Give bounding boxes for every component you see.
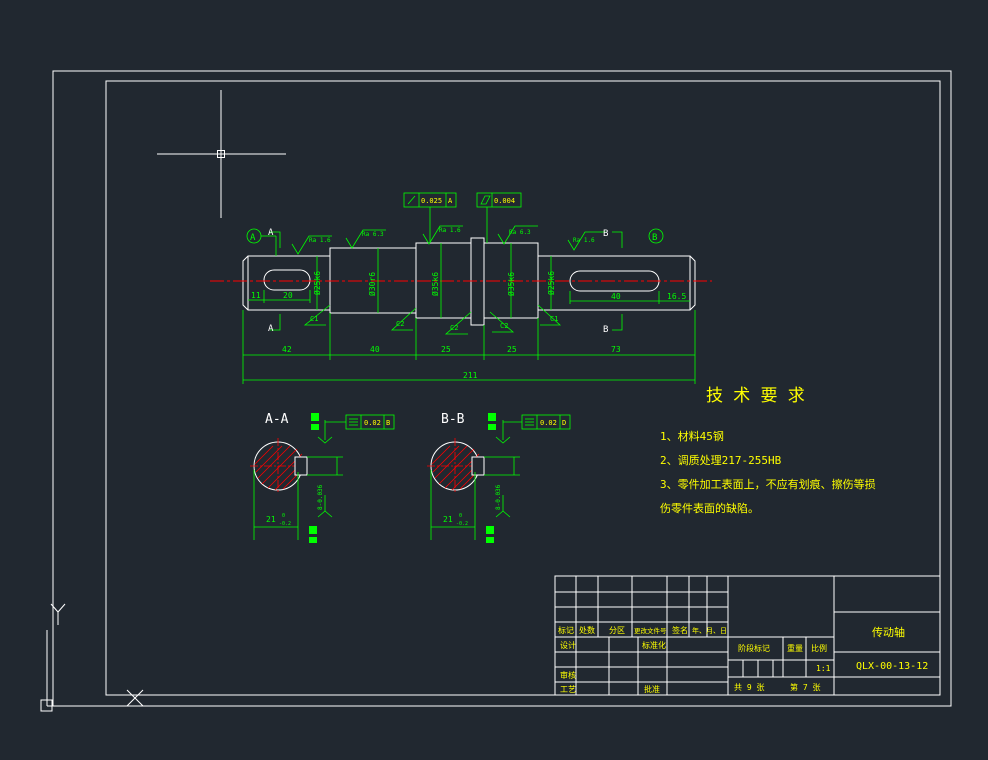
roughness-4: Ra 6.3 [509,229,531,236]
dia-4: Ø35k6 [506,272,516,296]
length-25a: 25 [441,345,451,354]
requirements-title: 技 术 要 求 [706,386,805,406]
outer-border [52,70,952,707]
tb-design: 设计 [560,640,576,650]
svg-text:A: A [250,233,256,243]
tb-header-date: 年、月、日 [692,626,727,635]
svg-text:B: B [386,419,390,427]
keyway-dim-16.5: 16.5 [667,292,686,301]
svg-text:21: 21 [266,515,276,524]
tb-sheets-total: 共 9 张 [734,683,764,692]
datum-a-symbol: A [246,228,277,256]
chamfer-1: C1 [310,315,318,323]
tb-header-doc: 更改文件号 [634,626,667,635]
tb-weight: 重量 [787,643,803,653]
tb-scale: 1:1 [816,664,831,673]
length-25b: 25 [507,345,517,354]
section-a-title: A-A [265,412,289,427]
svg-text:D: D [562,419,566,427]
svg-text:8-0.036: 8-0.036 [495,484,502,510]
tb-header-zone: 分区 [609,626,625,635]
requirement-4: 伤零件表面的缺陷。 [660,501,759,515]
roughness-1: Ra 1.6 [309,237,331,244]
chamfer-2: C2 [396,320,404,328]
crosshair-cursor-icon [157,90,286,218]
keyway-dim-40: 40 [611,292,621,301]
tb-approve: 批准 [644,684,660,694]
tb-sheet-no: 第 7 张 [790,682,820,692]
section-cut-marks [270,231,623,331]
inner-border [105,80,941,696]
tb-scale-label: 比例 [811,643,827,653]
requirement-1: 1、材料45钢 [660,429,724,443]
requirement-2: 2、调质处理217-255HB [660,454,782,467]
keyway-dimensions [248,290,690,304]
section-b-title: B-B [441,412,465,427]
tb-header-mark: 标记 [558,625,574,635]
length-total: 211 [463,371,478,380]
roughness-2: Ra 6.3 [362,231,384,238]
roughness-3: Ra 1.6 [439,227,461,234]
cut-a-bottom: A [268,324,274,334]
tb-drawing-no: QLX-00-13-12 [856,661,928,672]
length-dimensions [242,310,696,384]
diameter-dimensions [316,243,552,318]
length-42: 42 [282,345,292,354]
section-b-b: B-B 0.02 D 21 0 -0.2 [427,412,571,543]
dia-2: Ø30r6 [367,272,377,296]
shaft-outline [242,237,696,326]
dia-5: Ø25k6 [546,271,556,295]
section-a-a: A-A 0.02 B 21 0 -0.2 [250,412,395,543]
dia-3: Ø35k6 [430,272,440,296]
svg-text:0.025: 0.025 [421,197,442,205]
cut-b-top: B [603,229,608,239]
tb-review: 审核 [560,670,576,680]
svg-text:0: 0 [459,513,462,519]
ucs-axis-icon [40,603,144,712]
chamfer-leaders [303,304,562,335]
chamfer-3: C2 [450,324,458,332]
length-40: 40 [370,345,380,354]
technical-requirements: 技 术 要 求 1、材料45钢 2、调质处理217-255HB 3、零件加工表面… [660,386,876,515]
cut-b-bottom: B [603,325,608,335]
svg-text:0: 0 [282,513,285,519]
svg-text:8-0.036: 8-0.036 [317,484,324,510]
chamfer-4: C2 [500,322,508,330]
tb-part-name: 传动轴 [872,625,905,639]
tb-stage: 阶段标记 [738,643,770,653]
svg-text:21: 21 [443,515,453,524]
svg-text:0.02: 0.02 [364,419,381,427]
tb-header-count: 处数 [579,625,595,635]
runout-tolerance-frame: 0.025 A [403,192,457,243]
datum-b-symbol: B [648,228,664,244]
svg-text:B: B [652,233,657,243]
length-73: 73 [611,345,621,354]
roughness-symbols [291,225,606,255]
cut-a-top: A [268,228,274,238]
svg-text:-0.2: -0.2 [279,521,291,527]
svg-text:A: A [448,197,453,205]
svg-text:0.004: 0.004 [494,197,515,205]
title-block [554,575,941,696]
svg-text:-0.2: -0.2 [456,521,468,527]
keyway-dim-20: 20 [283,291,293,300]
dia-1: Ø25k6 [312,271,322,295]
cylindricity-tolerance-frame: 0.004 [476,192,522,243]
chamfer-5: C1 [550,315,558,323]
tb-standardize: 标准化 [642,640,666,650]
svg-text:0.02: 0.02 [540,419,557,427]
tb-process: 工艺 [560,685,576,694]
roughness-5: Ra 1.6 [573,237,595,244]
keyway-dim-11: 11 [251,291,261,300]
tb-header-sign: 签名 [672,625,688,635]
requirement-3: 3、零件加工表面上，不应有划痕、擦伤等损 [660,477,876,491]
